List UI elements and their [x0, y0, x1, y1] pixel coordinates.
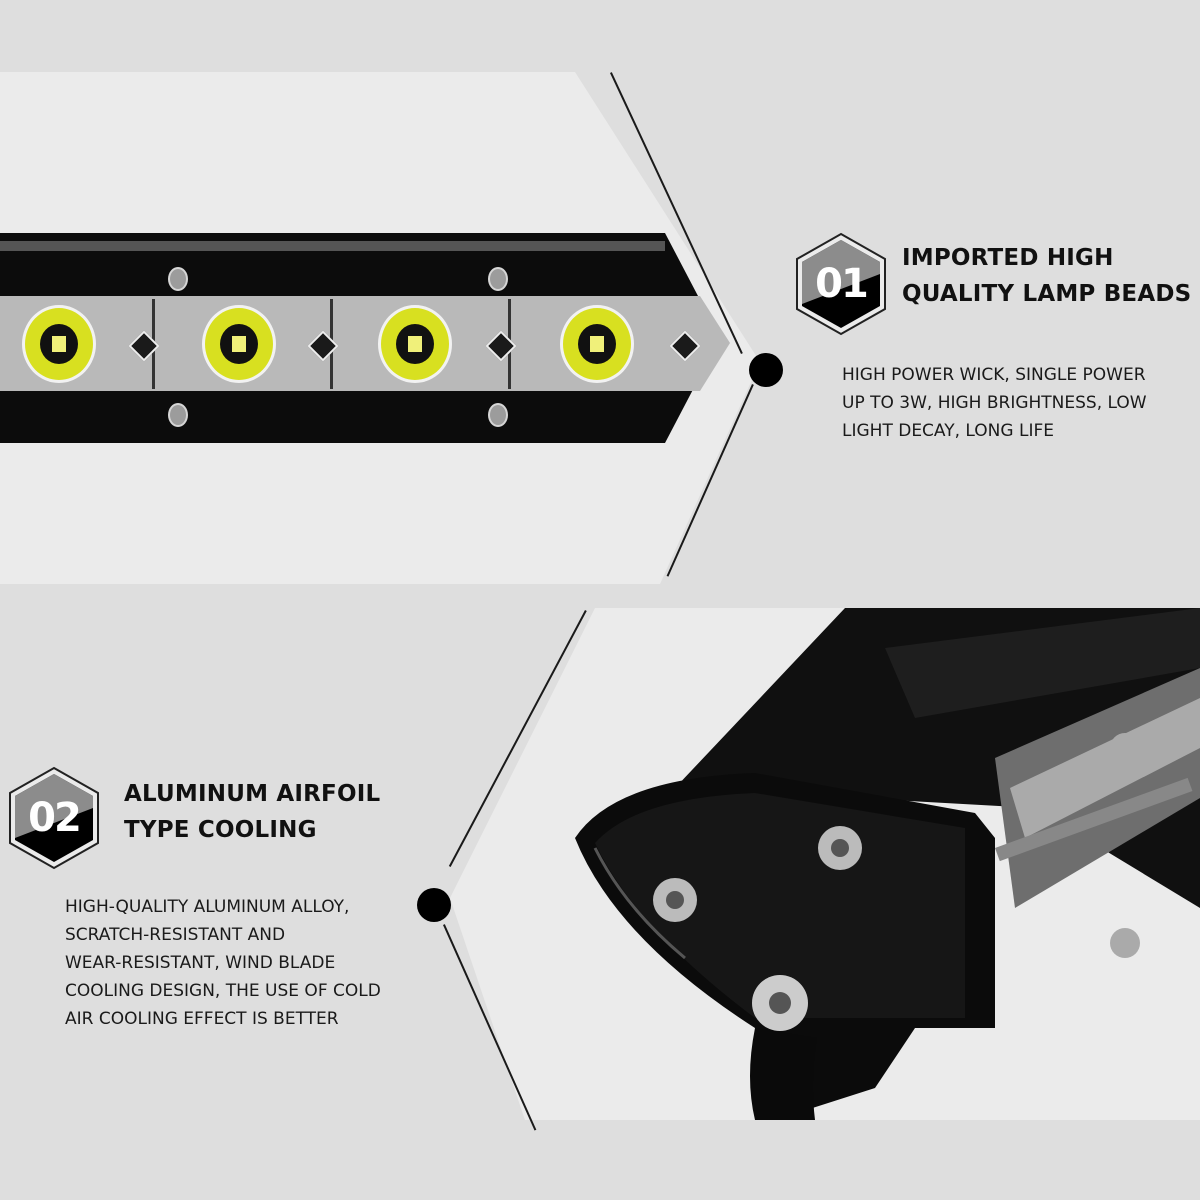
hexagon-badge-01 — [796, 232, 886, 336]
feature-title: IMPORTED HIGH QUALITY LAMP BEADS — [902, 245, 1192, 307]
led-bead — [22, 305, 96, 383]
feature-description: HIGH POWER WICK, SINGLE POWER UP TO 3W, … — [842, 365, 1147, 441]
led-bead — [202, 305, 276, 383]
screw — [168, 403, 188, 427]
feature-number: 01 — [815, 261, 869, 307]
screw — [488, 403, 508, 427]
led-bead — [378, 305, 452, 383]
feature-number: 02 — [28, 795, 82, 841]
callout-dot — [417, 888, 451, 922]
light-bar-end-cap-image — [555, 608, 1200, 1120]
feature-title: ALUMINUM AIRFOIL TYPE COOLING — [124, 781, 381, 843]
screw — [488, 267, 508, 291]
feature-description: HIGH-QUALITY ALUMINUM ALLOY, SCRATCH-RES… — [65, 897, 381, 1029]
screw — [168, 267, 188, 291]
led-bead — [560, 305, 634, 383]
callout-dot — [749, 353, 783, 387]
led-light-bar-image — [0, 233, 730, 443]
hexagon-badge-02 — [9, 766, 99, 870]
